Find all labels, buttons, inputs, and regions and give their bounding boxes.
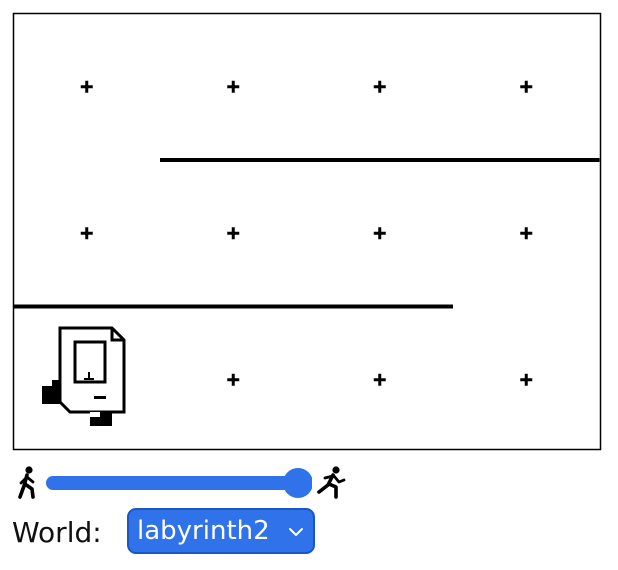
world-label: World: [12,516,102,549]
run-icon [317,466,346,499]
plus-icon [80,227,93,240]
chevron-down-icon [289,528,303,536]
plus-icon [80,80,93,93]
world-dropdown[interactable]: labyrinth2 [127,508,315,554]
plus-icon [227,373,240,386]
plus-icon [373,80,386,93]
plus-icon [373,373,386,386]
plus-icon [227,227,240,240]
world-canvas [12,12,602,451]
robot-computer-icon [42,326,126,426]
plus-icon [520,80,533,93]
world-walls [13,158,600,309]
speed-controls [12,462,346,506]
plus-icon [227,80,240,93]
plus-icon [373,227,386,240]
walk-icon [18,466,35,499]
slider-track [46,476,298,490]
plus-icon [520,227,533,240]
world-grid [80,80,533,386]
wall [13,304,453,309]
slider-thumb[interactable] [283,468,312,498]
speed-slider[interactable] [46,466,312,500]
world-dropdown-value: labyrinth2 [137,516,270,546]
plus-icon [520,373,533,386]
wall [160,158,600,162]
